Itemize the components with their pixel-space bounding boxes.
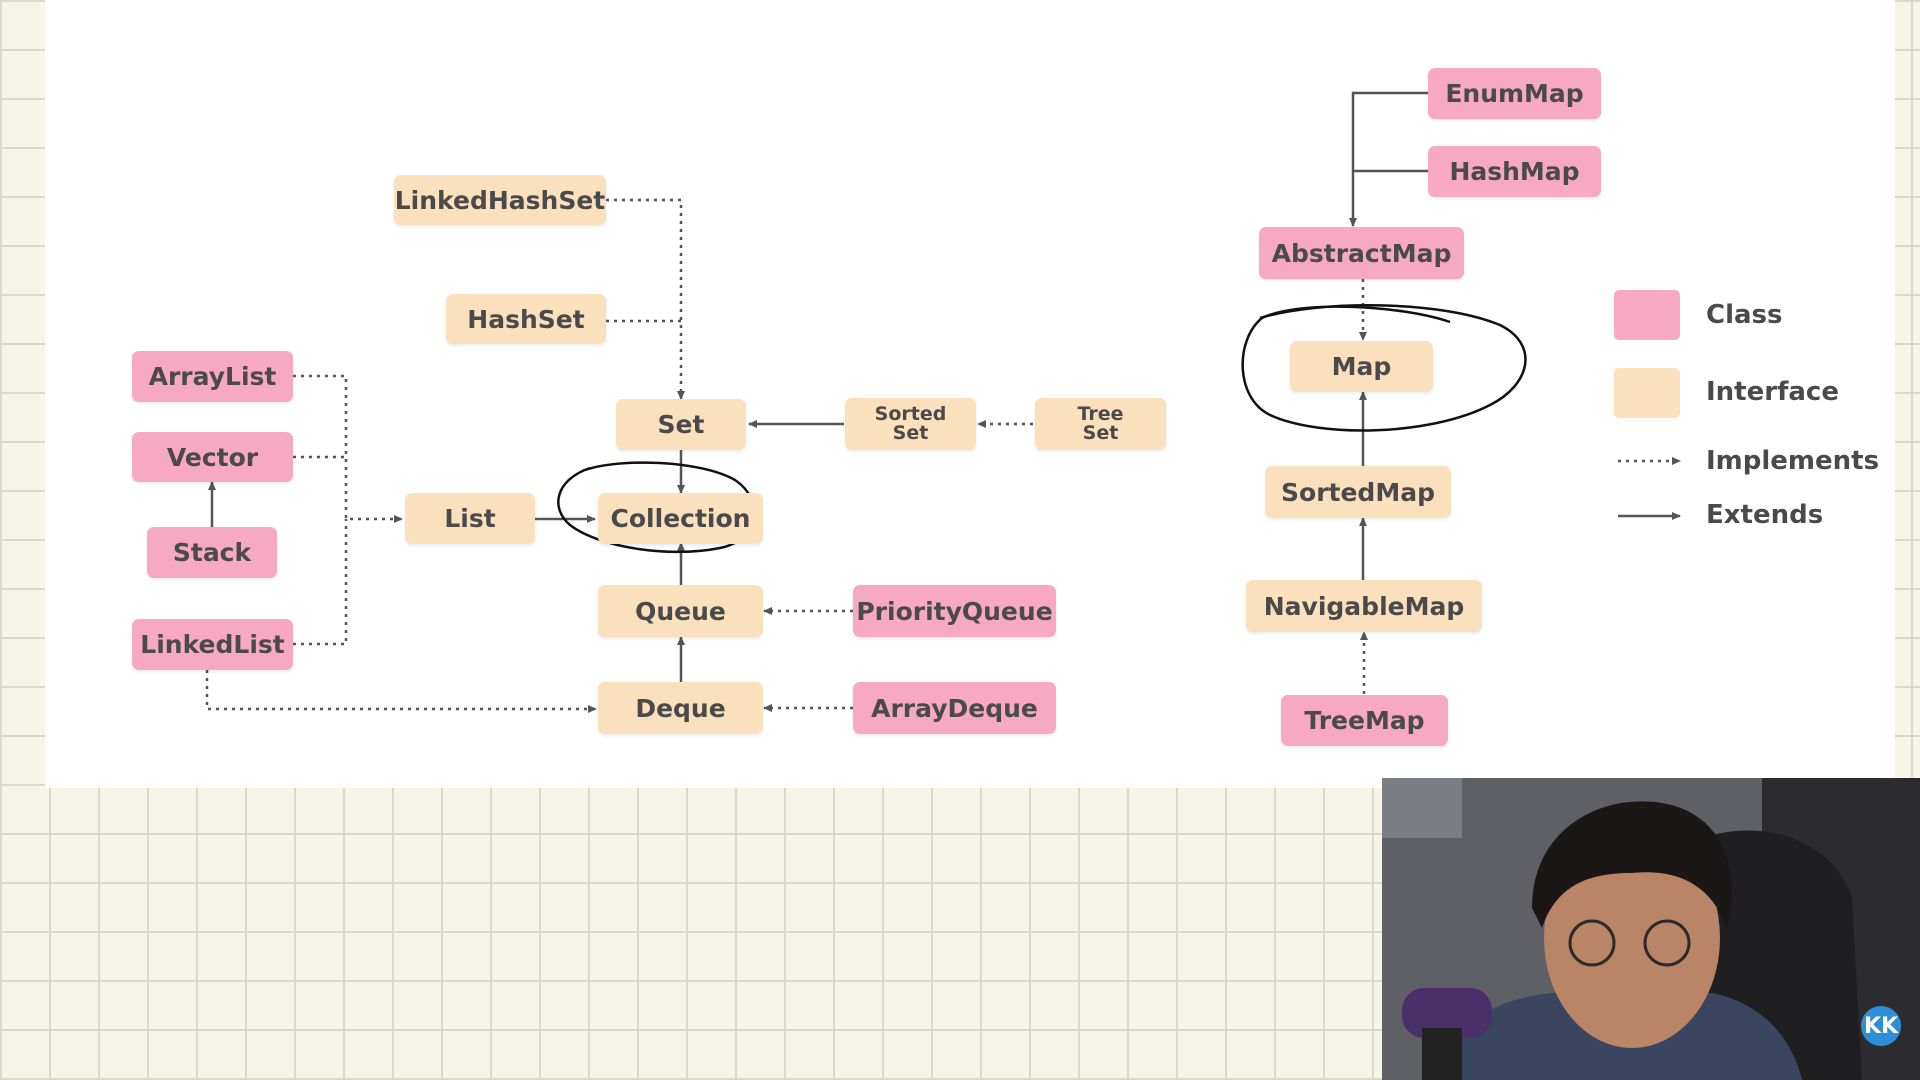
node-sortedset: Sorted Set [845,398,976,450]
legend-class-label: Class [1706,300,1783,330]
node-treeset-label-line2: Set [1082,422,1119,444]
node-collection: Collection [598,493,763,544]
node-vector-label: Vector [166,442,259,472]
node-linkedhashset-label: LinkedHashSet [394,185,606,215]
node-deque: Deque [598,682,763,734]
node-treeset: Tree Set [1035,398,1166,450]
node-arraydeque-label: ArrayDeque [871,693,1038,723]
node-set: Set [616,399,746,450]
node-linkedlist: LinkedList [132,619,293,670]
node-arraylist-label: ArrayList [148,362,277,391]
node-collection-label: Collection [610,504,751,533]
node-vector: Vector [132,432,293,482]
node-sortedset-label-line2: Set [892,422,929,444]
node-linkedlist-label: LinkedList [140,630,285,659]
node-queue-label: Queue [635,596,726,626]
legend-interface-label: Interface [1706,377,1839,407]
node-list: List [405,493,535,544]
node-set-label: Set [657,410,705,439]
node-stack-label: Stack [172,538,252,567]
node-sortedmap-label: SortedMap [1281,477,1435,507]
legend-interface-swatch [1614,368,1680,418]
node-sortedset-label-line1: Sorted [874,403,947,425]
node-sortedmap: SortedMap [1265,466,1451,518]
node-treemap: TreeMap [1281,695,1448,746]
node-priorityqueue-label: PriorityQueue [856,596,1053,626]
node-arraylist: ArrayList [132,351,293,402]
node-abstractmap: AbstractMap [1259,227,1464,279]
legend-class-swatch [1614,290,1680,340]
node-navigablemap-label: NavigableMap [1263,591,1465,621]
node-map-label: Map [1331,352,1392,381]
legend-implements-label: Implements [1706,446,1880,476]
node-navigablemap: NavigableMap [1246,580,1482,632]
webcam-overlay [1382,778,1920,1080]
legend-extends-label: Extends [1706,500,1824,530]
node-abstractmap-label: AbstractMap [1271,238,1452,268]
node-enummap-label: EnumMap [1445,79,1584,108]
node-stack: Stack [147,527,277,578]
node-hashset: HashSet [446,294,606,344]
node-treeset-label-line1: Tree [1077,403,1124,425]
node-queue: Queue [598,585,763,637]
node-hashmap: HashMap [1428,146,1601,197]
presenter-video-frame [1382,778,1920,1080]
node-list-label: List [444,504,496,533]
node-hashset-label: HashSet [467,304,585,334]
node-treemap-label: TreeMap [1304,706,1425,735]
node-deque-label: Deque [635,693,726,723]
channel-logo: KK [1861,1006,1901,1046]
node-map: Map [1290,341,1433,392]
node-arraydeque: ArrayDeque [853,682,1056,734]
node-linkedhashset: LinkedHashSet [394,175,606,225]
node-enummap: EnumMap [1428,68,1601,119]
node-hashmap-label: HashMap [1449,157,1580,186]
node-priorityqueue: PriorityQueue [853,585,1056,637]
